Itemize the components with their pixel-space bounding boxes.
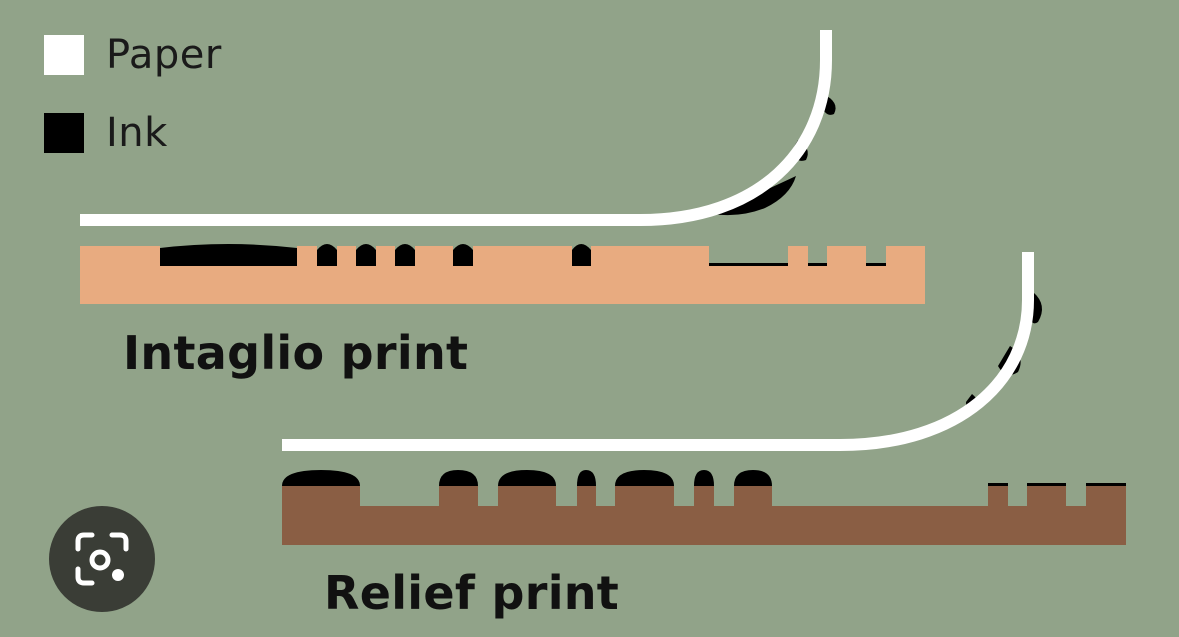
intaglio-ink-groove-2 [356, 244, 376, 266]
legend-ink: Ink [44, 110, 168, 156]
intaglio-ink-shallow-2 [808, 263, 827, 266]
legend-paper-label: Paper [106, 32, 222, 78]
relief-ink-thin-1 [988, 483, 1008, 486]
intaglio-ink-groove-3 [395, 244, 415, 266]
intaglio-ink-shallow-1 [709, 263, 788, 266]
relief-ink-block-7 [734, 470, 772, 486]
intaglio-caption: Intaglio print [123, 326, 469, 380]
visual-search-button[interactable] [49, 506, 155, 612]
legend-paper: Paper [44, 32, 222, 78]
intaglio-ink-groove-5 [572, 244, 591, 266]
relief-ink-block-2 [439, 470, 478, 486]
intaglio-paper [80, 30, 832, 226]
relief-ink-thin-2 [1027, 483, 1066, 486]
relief-ink-block-6 [694, 470, 714, 486]
legend-ink-label: Ink [106, 110, 168, 156]
intaglio-plate [80, 246, 925, 304]
intaglio-diagram [80, 30, 925, 304]
intaglio-ink-shallow-3 [866, 263, 886, 266]
relief-ink-block-1 [282, 470, 360, 486]
paper-swatch [44, 35, 84, 75]
relief-block [282, 486, 1126, 545]
relief-ink-block-4 [577, 470, 596, 486]
intaglio-ink [160, 244, 886, 266]
ink-swatch [44, 113, 84, 153]
relief-ink-thin-3 [1086, 483, 1126, 486]
relief-ink-block-5 [615, 470, 674, 486]
relief-caption: Relief print [324, 566, 620, 620]
intaglio-ink-groove-1 [317, 244, 337, 266]
intaglio-ink-wide-groove [160, 244, 297, 266]
intaglio-ink-groove-4 [453, 244, 473, 266]
visual-search-icon [75, 532, 129, 586]
relief-paper [282, 252, 1034, 451]
relief-diagram [282, 252, 1126, 545]
relief-ink-block-3 [498, 470, 556, 486]
relief-ink [282, 470, 1126, 486]
